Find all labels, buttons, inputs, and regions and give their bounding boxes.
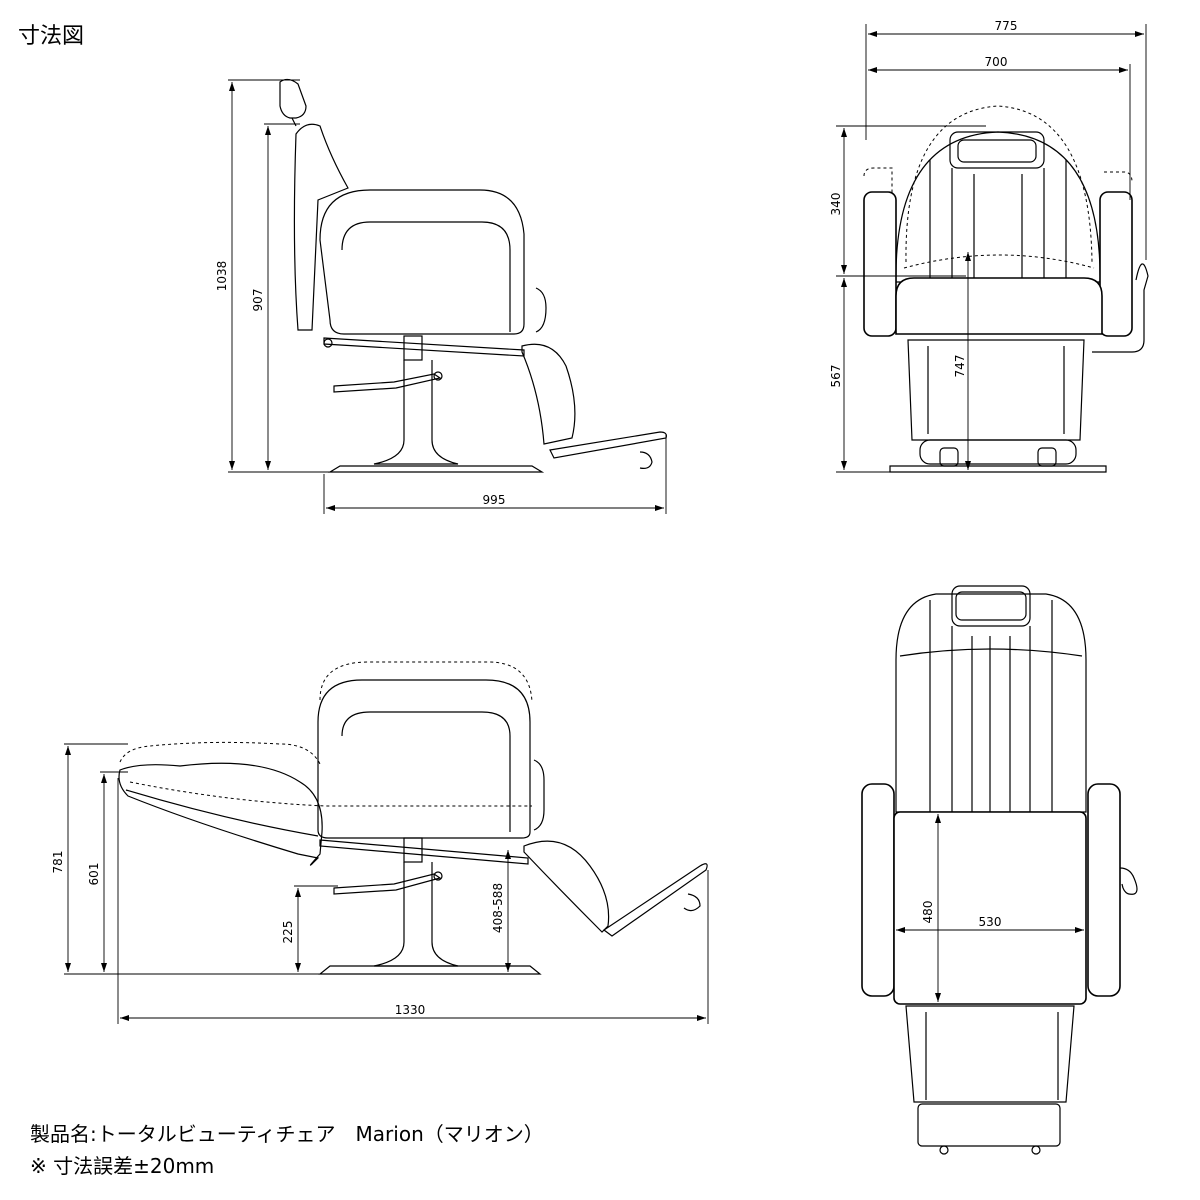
drawing-title: 寸法図 — [18, 24, 85, 49]
dim-recline-length: 1330 — [395, 1003, 426, 1017]
dim-top-seat-depth: 480 — [921, 901, 935, 924]
dim-side-back-height: 907 — [251, 289, 265, 312]
dim-recline-seat-range: 408-588 — [491, 883, 505, 933]
side-view: 1038 907 995 — [215, 78, 667, 514]
tolerance-note: ※ 寸法誤差±20mm — [30, 1154, 215, 1178]
dim-front-back-height: 340 — [829, 193, 843, 216]
dim-top-seat-width: 530 — [979, 915, 1002, 929]
dim-recline-step-height: 225 — [281, 921, 295, 944]
front-view: 775 700 340 567 747 — [829, 19, 1149, 473]
top-view: 480 530 — [861, 585, 1138, 1155]
dim-front-seat-height: 567 — [829, 365, 843, 388]
dim-side-total-height: 1038 — [215, 261, 229, 292]
dim-front-inner-width: 700 — [985, 55, 1008, 69]
dim-side-depth: 995 — [483, 493, 506, 507]
dim-front-outer-width: 775 — [995, 19, 1018, 33]
reclined-side-view: 781 601 225 408-588 1330 — [51, 661, 709, 1024]
dim-recline-total-height: 781 — [51, 851, 65, 874]
dim-front-mid-height: 747 — [953, 355, 967, 378]
product-name-text: 製品名:トータルビューティチェア Marion（マリオン） — [30, 1122, 544, 1146]
dim-recline-back-height: 601 — [87, 863, 101, 886]
